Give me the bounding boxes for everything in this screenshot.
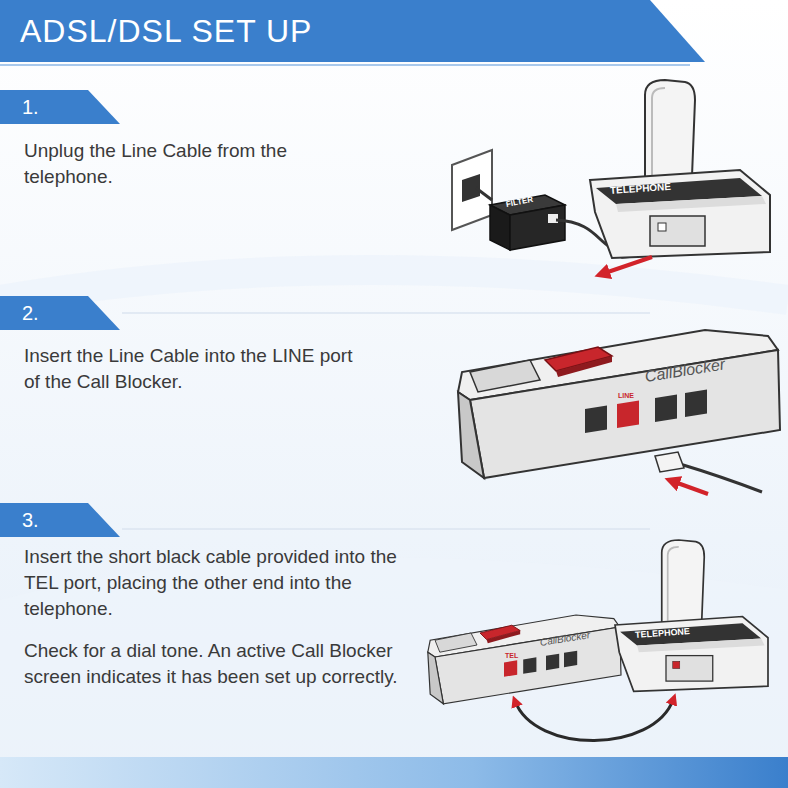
telephone: TELEPHONE [592,176,767,258]
footer-bar [0,757,788,788]
cable-connector [515,699,674,741]
title-text: ADSL/DSL SET UP [20,13,312,50]
port-label: TEL [505,652,518,659]
tab-shape [0,90,120,124]
step-number-tab: 1. [0,90,120,124]
step-number: 3. [22,509,39,532]
step-number-tab: 3. [0,503,120,537]
call-blocker: CallBlockerTEL [435,624,621,699]
device-label: FILTER [505,195,534,209]
instruction-text: Unplug the Line Cable from the telephone… [24,138,354,190]
device-brand: CallBlocker [539,629,591,648]
call-blocker: CallBlockerLINE [470,345,780,470]
tab-shape [0,503,120,537]
instruction-text: Check for a dial tone. An active Call Bl… [24,638,414,690]
port-label: LINE [618,392,634,399]
step-number: 1. [22,96,39,119]
device-label: TELEPHONE [635,626,691,640]
step3-illustration [428,540,768,704]
filter-box: FILTER [488,193,566,251]
step-number-tab: 2. [0,296,120,330]
instruction-text: Insert the short black cable provided in… [24,544,414,622]
title-banner [0,0,705,62]
step1-illustration [452,80,770,274]
device-label: TELEPHONE [610,181,672,196]
tab-shape [0,296,120,330]
instruction-text: Insert the Line Cable into the LINE port… [24,343,354,395]
step-number: 2. [22,302,39,325]
telephone: TELEPHONE [618,622,768,697]
device-brand: CallBlocker [644,355,727,385]
step2-illustration [458,330,780,494]
